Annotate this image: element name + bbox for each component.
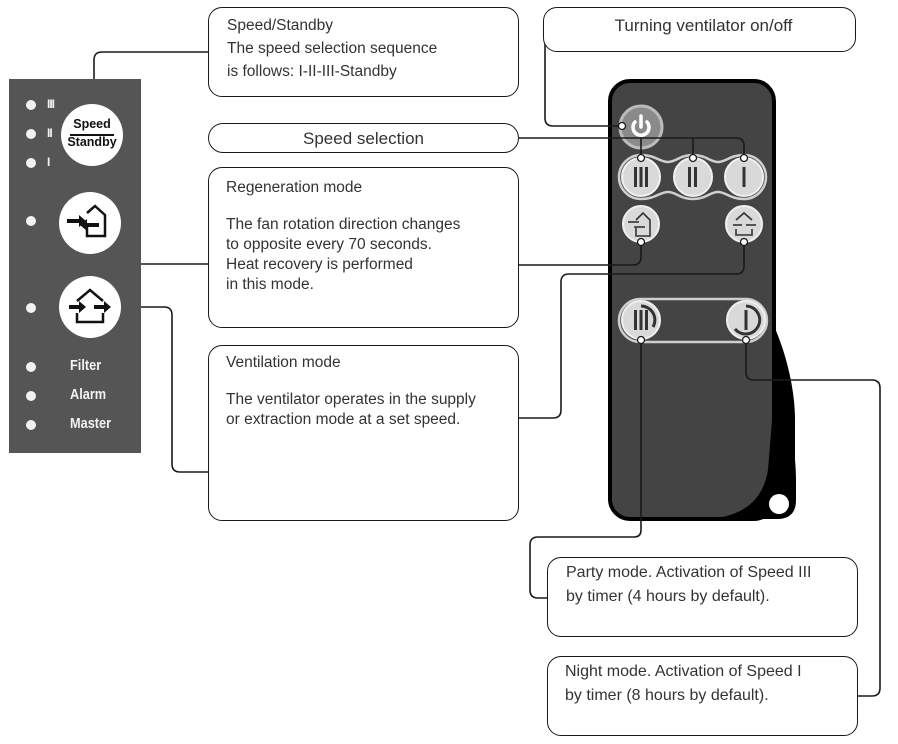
night-timer-icon	[733, 304, 762, 336]
speed-I-led	[26, 158, 36, 168]
callout-speed-standby-line-2: is follows: I-II-III-Standby	[227, 63, 397, 80]
speed-standby-label-top: Speed	[73, 117, 111, 131]
speed-standby-button[interactable]: Speed Standby	[61, 104, 123, 166]
remote-party-timer-button[interactable]	[621, 300, 661, 340]
remote-regeneration-button[interactable]	[622, 205, 660, 243]
callout-speed-standby: Speed/Standby The speed selection sequen…	[208, 7, 519, 97]
speed-III-label: III	[47, 97, 55, 111]
ventilation-icon	[735, 211, 753, 236]
speed-I-label: I	[47, 155, 51, 169]
callout-ventilation: Ventilation mode The ventilator operates…	[208, 345, 519, 521]
regeneration-led	[26, 216, 36, 226]
callout-night-line-2: by timer (8 hours by default).	[565, 687, 769, 704]
callout-night-line-1: Night mode. Activation of Speed I	[565, 663, 802, 680]
callout-ventilation-line-2: or extraction mode at a set speed.	[226, 411, 461, 428]
speed-II-led	[26, 129, 36, 139]
callout-night-mode: Night mode. Activation of Speed I by tim…	[547, 656, 858, 736]
callout-party-line-2: by timer (4 hours by default).	[566, 588, 770, 605]
regeneration-button[interactable]	[59, 192, 121, 254]
callout-regeneration-title: Regeneration mode	[226, 179, 363, 196]
callout-on-off-title: Turning ventilator on/off	[614, 16, 793, 35]
callout-speed-selection: Speed selection	[208, 123, 519, 153]
callout-ventilation-title: Ventilation mode	[226, 354, 341, 371]
speed-standby-label-bottom: Standby	[67, 135, 117, 149]
ventilation-led	[26, 303, 36, 313]
master-label: Master	[70, 415, 112, 432]
remote-bottom-curve	[700, 395, 796, 519]
callout-speed-standby-line-1: The speed selection sequence	[227, 40, 438, 57]
remote-hole	[769, 494, 789, 514]
remote-speed-III-button[interactable]	[621, 157, 661, 197]
callout-regeneration-line-2: to opposite every 70 seconds.	[226, 236, 432, 253]
callout-ventilation-line-1: The ventilator operates in the supply	[226, 391, 476, 408]
callout-regeneration: Regeneration mode The fan rotation direc…	[208, 167, 519, 328]
remote-night-timer-button[interactable]	[726, 300, 766, 340]
connector-ventilation-remote	[519, 242, 745, 419]
regeneration-icon	[635, 211, 651, 237]
callout-speed-selection-title: Speed selection	[303, 129, 424, 148]
connector-speed-standby	[93, 51, 208, 104]
ventilation-button[interactable]	[59, 276, 121, 338]
remote-ventilation-button[interactable]	[725, 205, 763, 243]
connector-party	[529, 340, 642, 599]
callout-speed-standby-title: Speed/Standby	[227, 17, 334, 34]
speed-standby-divider	[70, 134, 114, 136]
callout-regeneration-line-1: The fan rotation direction changes	[226, 216, 461, 233]
remote-speed-II-button[interactable]	[673, 157, 713, 197]
callout-regeneration-line-4: in this mode.	[226, 276, 314, 293]
master-led	[26, 420, 36, 430]
regeneration-icon	[67, 204, 107, 238]
alarm-led	[26, 391, 36, 401]
timer-strip-outline	[617, 297, 769, 344]
filter-label: Filter	[70, 357, 102, 374]
callout-on-off: Turning ventilator on/off	[543, 7, 856, 52]
callout-party-line-1: Party mode. Activation of Speed III	[566, 564, 812, 581]
callout-regeneration-line-3: Heat recovery is performed	[226, 256, 413, 273]
power-icon	[631, 120, 651, 138]
connector-on-off	[544, 30, 622, 127]
connector-night	[745, 340, 881, 697]
filter-led	[26, 362, 36, 372]
ventilation-icon	[69, 288, 111, 324]
alarm-label: Alarm	[70, 386, 107, 403]
connector-ventilation-panel	[127, 306, 208, 473]
party-timer-icon	[640, 304, 657, 328]
speed-III-led	[26, 100, 36, 110]
control-panel: III II I Speed Standby Filter Alarm Mast…	[9, 79, 141, 453]
callout-party-mode: Party mode. Activation of Speed III by t…	[547, 557, 858, 637]
speed-II-label: II	[47, 126, 53, 140]
connector-regeneration-remote	[519, 242, 642, 266]
remote-speed-I-button[interactable]	[724, 157, 764, 197]
